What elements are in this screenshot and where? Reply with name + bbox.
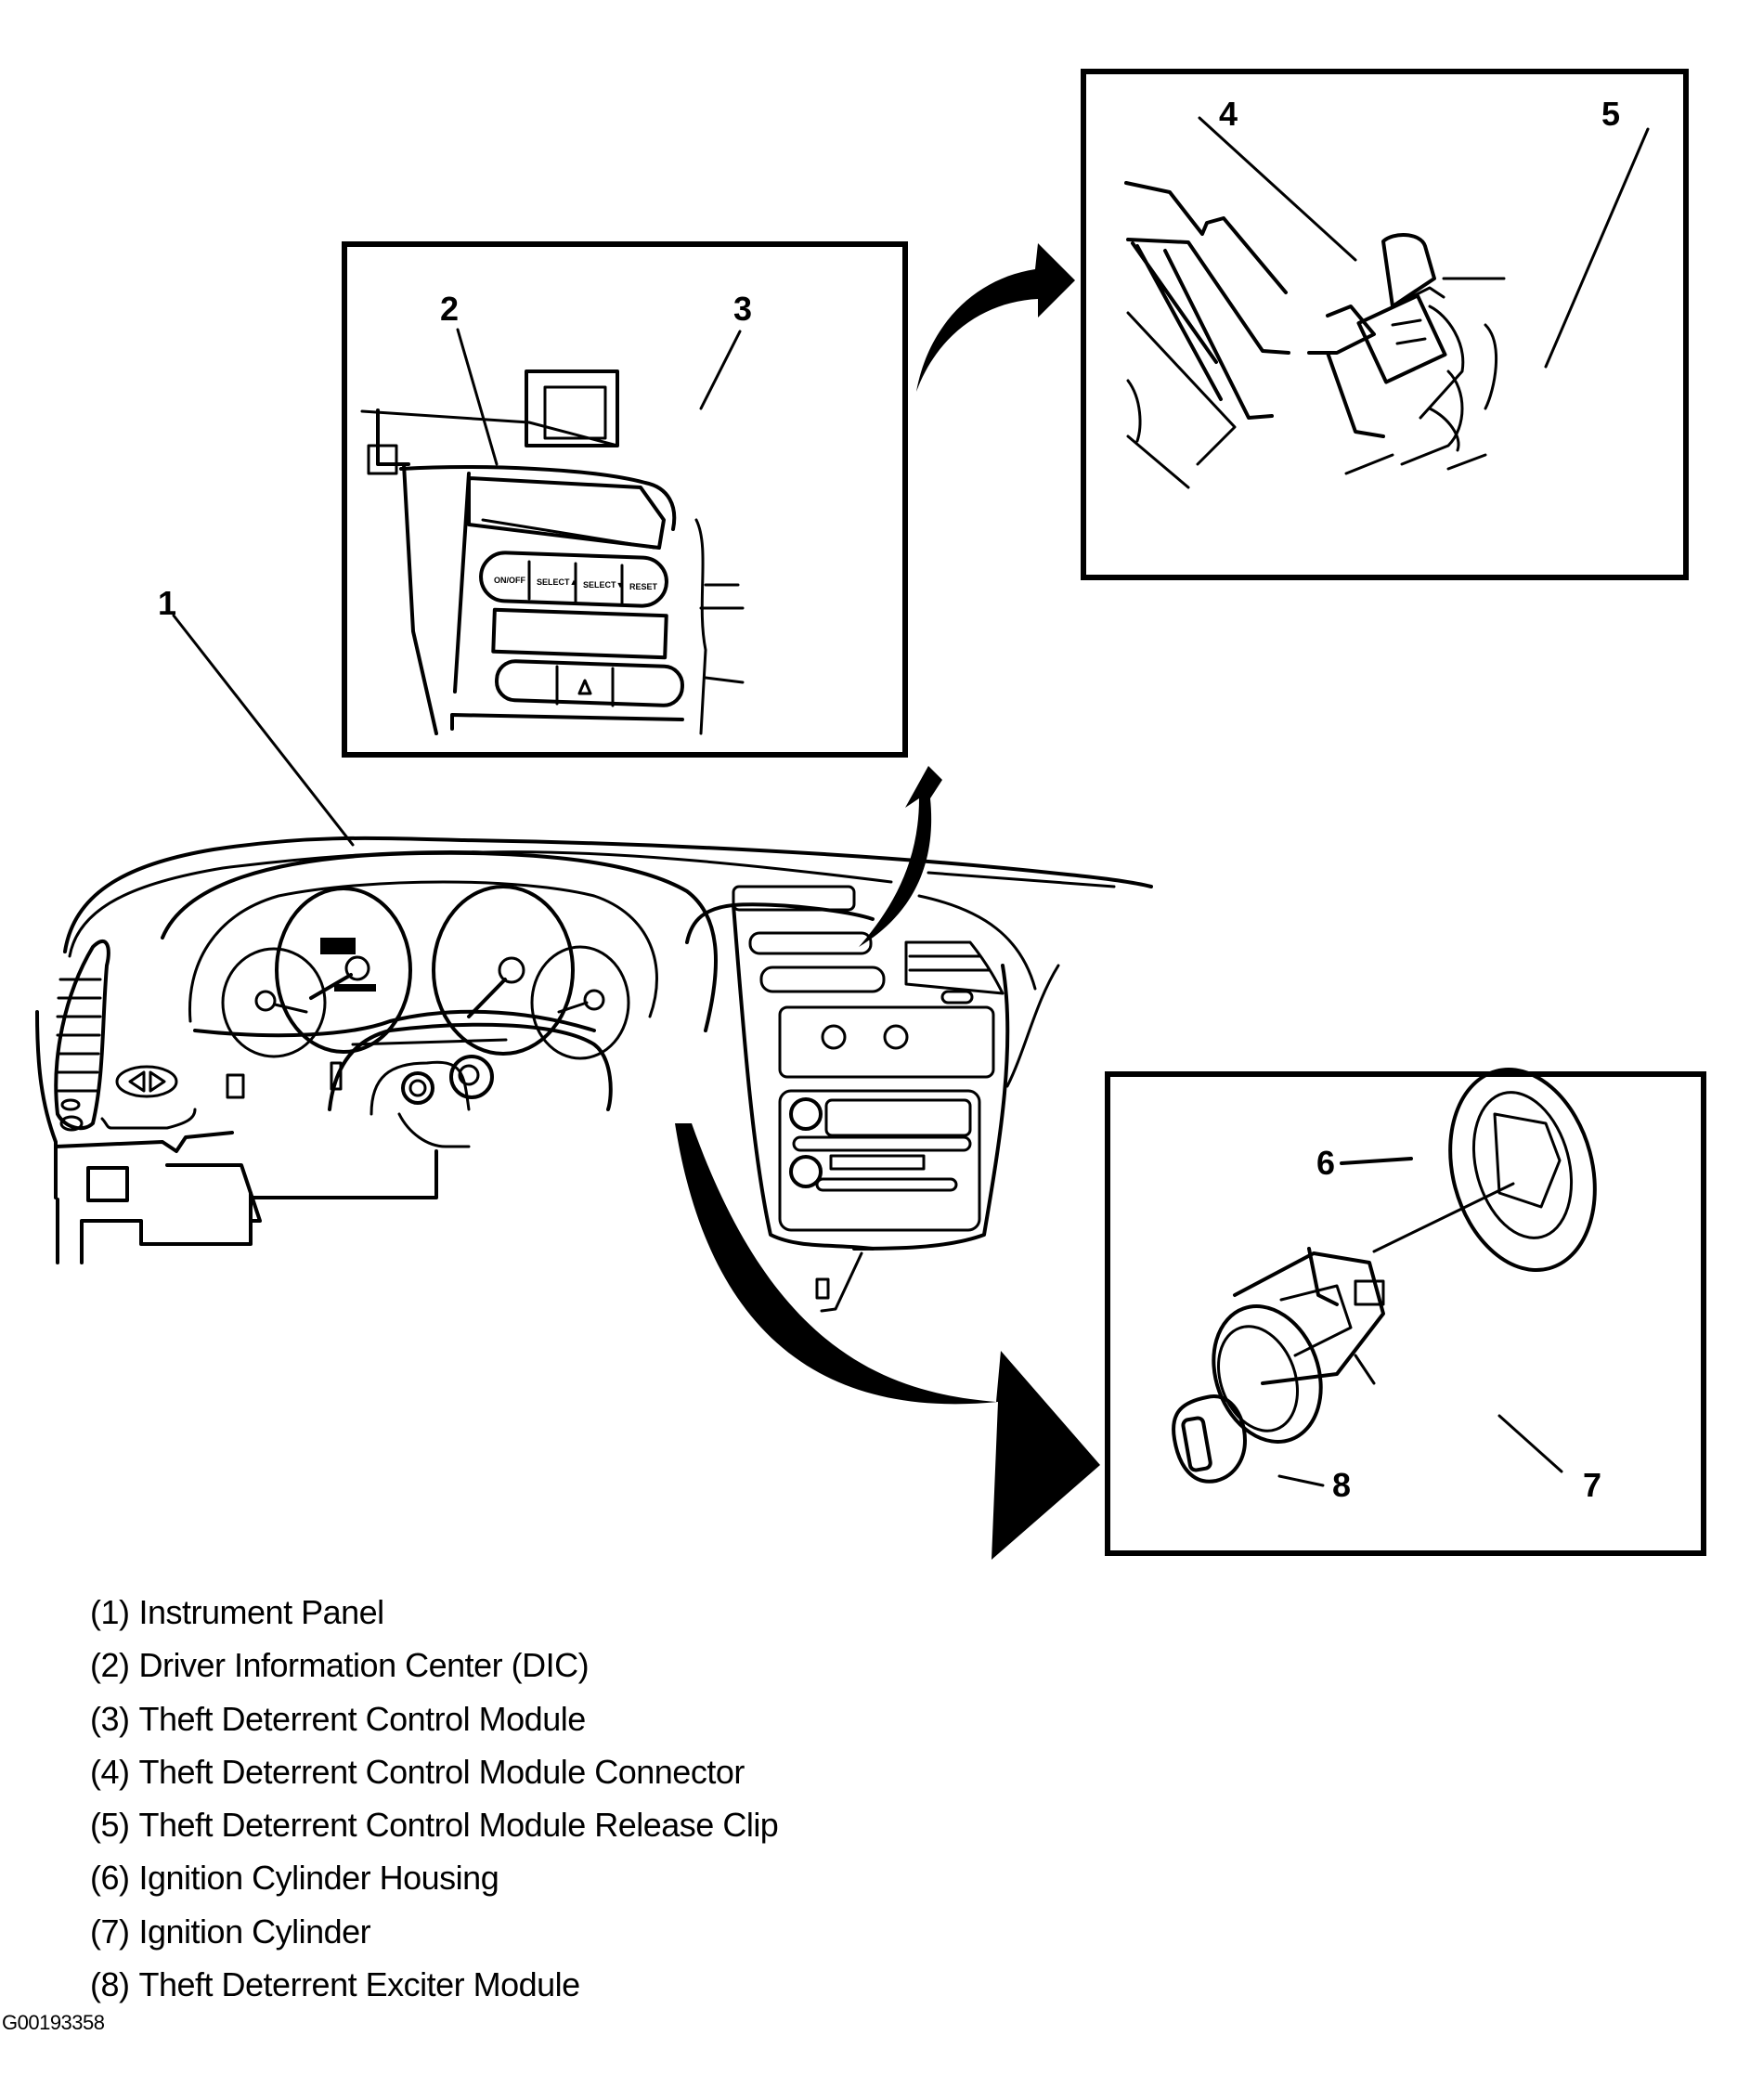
callout-3-leader	[699, 330, 742, 410]
ignition-housing	[1448, 1067, 1597, 1273]
inset-connector: 4 5	[1081, 69, 1689, 580]
inset-dic: 2 3 ON/OFF SELECT▲ SELECT▼ RESET	[342, 241, 908, 758]
callout-4-leader	[1198, 116, 1357, 262]
callout-6-leader	[1340, 1157, 1413, 1165]
dic-button-reset: RESET	[629, 582, 658, 591]
legend-item: (4)Theft Deterrent Control Module Connec…	[90, 1752, 745, 1791]
legend-item: (7)Ignition Cylinder	[90, 1912, 371, 1951]
legend-item: (8)Theft Deterrent Exciter Module	[90, 1965, 580, 2004]
legend-item: (1)Instrument Panel	[90, 1593, 384, 1631]
callout-5-leader	[1544, 127, 1650, 369]
callout-4: 4	[1219, 95, 1238, 133]
tachometer	[275, 887, 412, 1054]
callout-6: 6	[1316, 1144, 1335, 1182]
callout-2-leader	[456, 328, 499, 466]
callout-8-leader	[1277, 1474, 1325, 1487]
legend-list: (1)Instrument Panel (2)Driver Informatio…	[90, 1586, 779, 2011]
callout-2: 2	[440, 290, 459, 328]
dic-button-select-up: SELECT▲	[537, 577, 577, 587]
callout-5: 5	[1601, 95, 1620, 133]
callout-3: 3	[733, 290, 752, 328]
callout-7-leader	[1497, 1414, 1563, 1473]
center-stack-drawing	[685, 871, 1116, 1313]
legend-item: (5)Theft Deterrent Control Module Releas…	[90, 1806, 779, 1845]
curved-arrow-right-icon	[916, 243, 1075, 392]
curved-arrow-up-icon	[859, 766, 942, 947]
legend-item: (3)Theft Deterrent Control Module	[90, 1699, 586, 1738]
instrument-panel-drawing	[35, 836, 1153, 1264]
inset-ignition: 6 7 8	[1105, 1067, 1706, 1556]
legend-item: (2)Driver Information Center (DIC)	[90, 1646, 590, 1685]
callout-1-leader	[172, 614, 355, 847]
dic-button-row: ON/OFF SELECT▲ SELECT▼ RESET	[494, 560, 658, 605]
theft-deterrent-diagram: 1 2 3 ON/OFF SELECT▲ SELECT▼ RESET	[35, 69, 1706, 1560]
speedometer	[432, 885, 575, 1056]
figure-id: G00193358	[2, 2011, 105, 2034]
fuel-gauge	[221, 947, 327, 1058]
dic-button-select-down: SELECT▼	[583, 580, 624, 590]
dic-button-onoff: ON/OFF	[494, 576, 525, 585]
temp-gauge	[530, 945, 630, 1060]
callout-7: 7	[1583, 1466, 1601, 1504]
legend-item: (6)Ignition Cylinder Housing	[90, 1859, 499, 1898]
callout-1: 1	[158, 584, 176, 622]
callout-8: 8	[1332, 1466, 1351, 1504]
